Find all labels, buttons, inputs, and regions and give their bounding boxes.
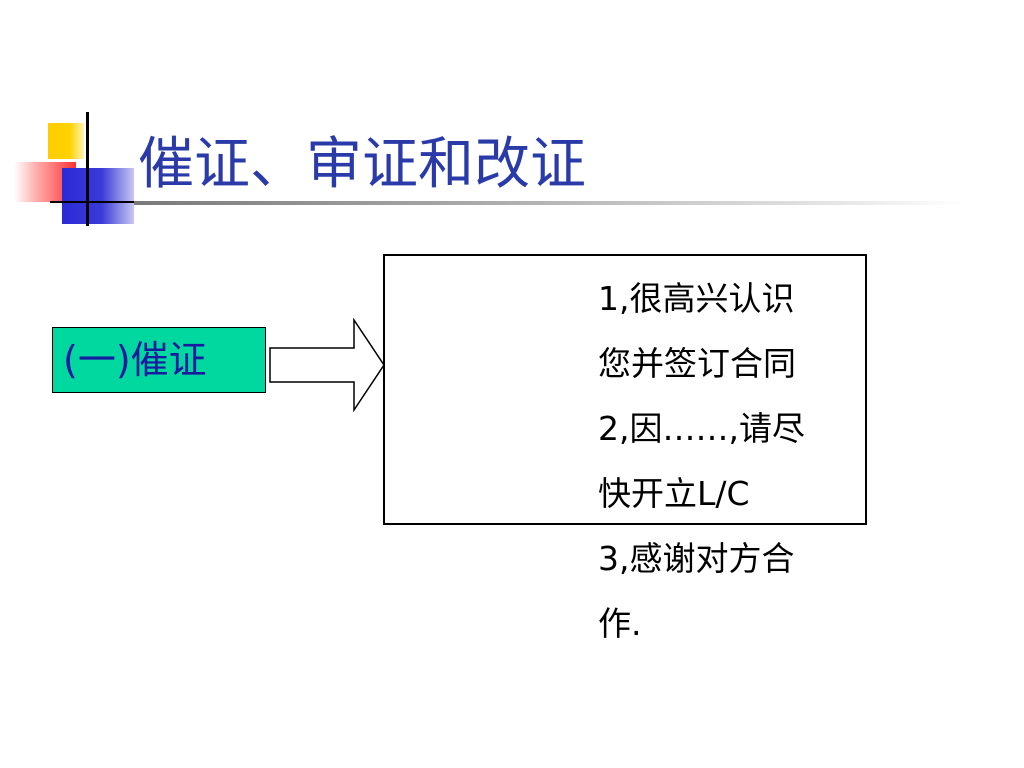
content-line-4: 快开立L/C (598, 474, 750, 513)
logo-yellow-square (48, 123, 84, 159)
title-underline (134, 201, 964, 205)
slide-logo-squares (0, 0, 140, 240)
logo-horizontal-line (50, 201, 134, 203)
content-box (383, 254, 867, 525)
content-line-1: 1,很高兴认识 (598, 279, 795, 318)
logo-vertical-line (86, 112, 89, 226)
content-line-6: 作. (598, 604, 642, 643)
logo-blue-square (62, 168, 134, 224)
content-line-5: 3,感谢对方合 (598, 539, 795, 578)
right-arrow-icon (269, 318, 385, 412)
content-line-2: 您并签订合同 (598, 344, 796, 383)
slide-title: 催证、审证和改证 (138, 132, 586, 197)
content-line-3: 2,因……,请尽 (598, 409, 805, 448)
section-label: (一)催证 (52, 327, 266, 393)
content-text: 1,很高兴认识 您并签订合同 2,因……,请尽 快开立L/C 3,感谢对方合 作… (598, 266, 805, 656)
